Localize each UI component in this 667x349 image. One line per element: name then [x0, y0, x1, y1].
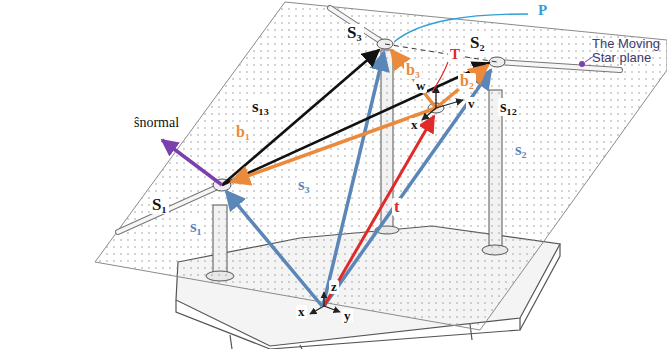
point-label: S₁: [150, 196, 169, 214]
vector-label: s₃: [296, 176, 312, 194]
frame-label: T: [448, 47, 462, 63]
vector-label: s₁₃: [250, 98, 271, 116]
axis-label: y: [342, 309, 353, 323]
point-label: S₂: [468, 34, 487, 52]
axis-label: v: [466, 97, 477, 111]
vector-label: s₁: [188, 218, 204, 236]
point-label: S₃: [345, 24, 364, 42]
vector-label: t: [392, 198, 402, 216]
axis-label: x: [409, 118, 420, 132]
vector-label: s₂: [513, 141, 529, 159]
vector-label: b₂: [458, 73, 476, 90]
axis-label: w: [414, 79, 427, 93]
axis-label: x: [296, 305, 307, 319]
vector-label: b₁: [234, 124, 252, 141]
axis-label: z: [329, 280, 339, 294]
vector-label: b₃: [404, 62, 422, 79]
plane-label: The Moving Star plane: [590, 37, 664, 64]
vector-label: s₁₂: [498, 98, 519, 116]
frame-label: P: [536, 3, 549, 19]
vector-label: ŝnormal: [132, 116, 181, 131]
